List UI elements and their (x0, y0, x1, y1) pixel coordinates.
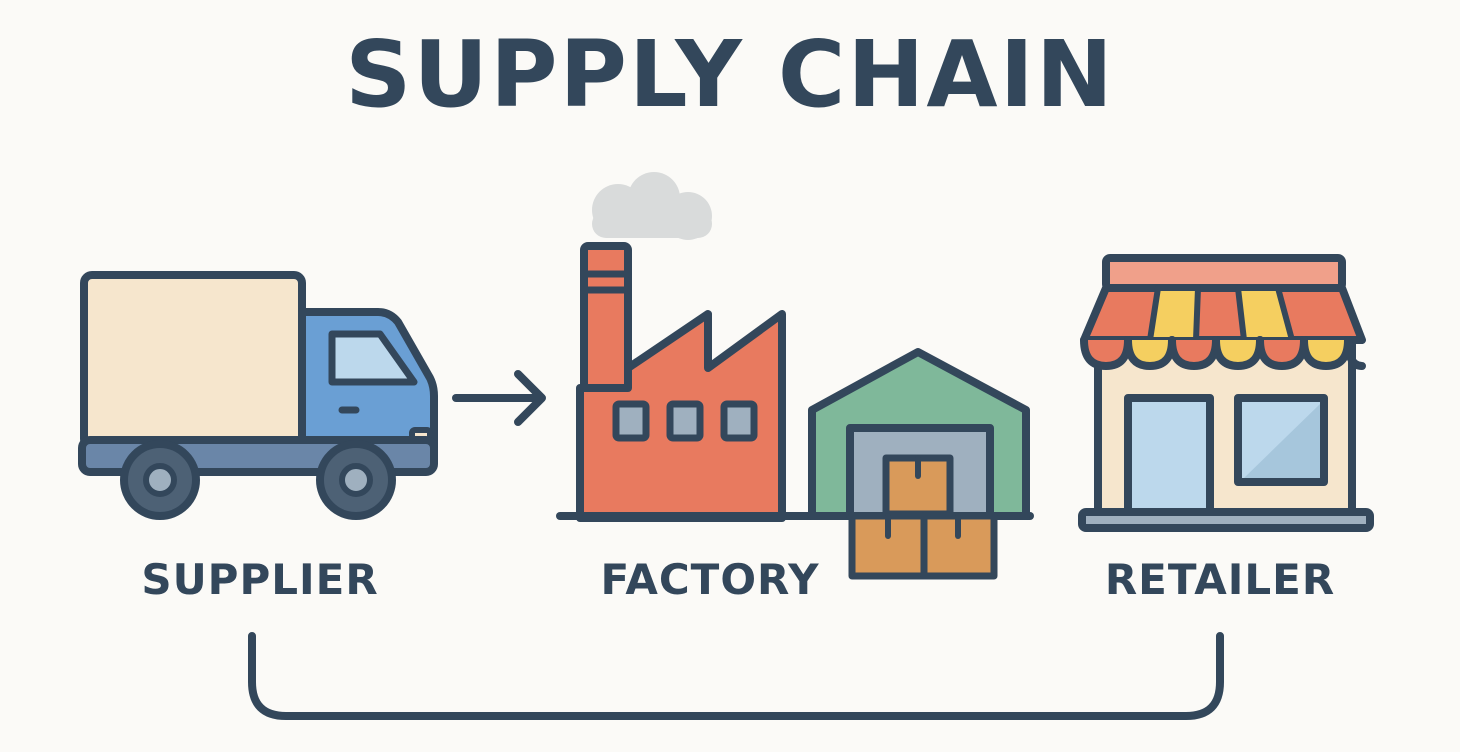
storefront-icon (1078, 254, 1374, 532)
factory-icon (576, 242, 786, 522)
return-flow-bracket (248, 632, 1224, 720)
flow-arrow-icon (452, 370, 546, 426)
warehouse-icon (808, 348, 1030, 580)
stage-label-supplier: SUPPLIER (141, 555, 379, 604)
stage-label-retailer: RETAILER (1104, 555, 1336, 604)
delivery-truck-icon (78, 271, 438, 520)
smoke-cloud-icon (592, 172, 712, 240)
diagram-title: SUPPLY CHAIN (345, 21, 1115, 128)
stage-label-factory: FACTORY (600, 555, 820, 604)
